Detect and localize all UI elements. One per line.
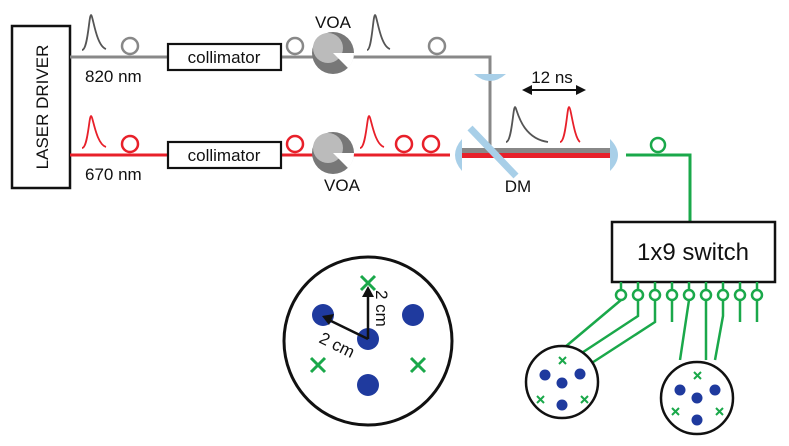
combining-optics: DM 12 ns xyxy=(455,68,618,196)
output-loop-6 xyxy=(699,288,713,302)
output-loop-3 xyxy=(648,288,662,302)
delayed-gray-pulse-icon xyxy=(505,106,549,143)
red-fiber-loop xyxy=(421,134,441,154)
source-dot xyxy=(357,374,379,396)
distance-vertical-label: 2 cm xyxy=(372,290,391,327)
laser-driver-box xyxy=(10,24,72,190)
source-dot xyxy=(691,392,703,404)
lens-top-icon xyxy=(474,74,506,81)
source-dot xyxy=(709,384,721,396)
output-fiber-2 xyxy=(567,282,640,364)
source-dot xyxy=(539,369,551,381)
output-loop-9 xyxy=(750,288,764,302)
laser-driver-label: LASER DRIVER xyxy=(33,45,52,170)
red-pulse-icon xyxy=(81,115,107,149)
lens-left-icon xyxy=(455,139,462,171)
small-probe-right xyxy=(659,360,735,436)
red-fiber-loop xyxy=(394,134,414,154)
gray-fiber-loop xyxy=(427,36,447,56)
source-dot xyxy=(691,414,703,426)
wl-670-label: 670 nm xyxy=(85,165,142,184)
output-fiber-5 xyxy=(678,282,691,361)
detector-x-icon xyxy=(536,356,589,404)
voa-bottom-label: VOA xyxy=(324,176,361,195)
delay-arrow-head-right xyxy=(576,85,586,95)
source-dot xyxy=(556,377,568,389)
green-fiber-loop xyxy=(649,136,667,154)
lens-right-icon xyxy=(610,139,618,171)
arm-670: collimator 670 nm VOA xyxy=(70,115,450,195)
output-fiber-3 xyxy=(583,282,657,370)
gray-fiber-loop xyxy=(120,36,140,56)
red-pulse-icon xyxy=(359,115,385,149)
small-probe-left xyxy=(524,344,600,420)
collimator-top-label: collimator xyxy=(188,48,261,67)
combined-beam-gray xyxy=(462,148,610,153)
output-loop-1 xyxy=(614,288,628,302)
delay-label: 12 ns xyxy=(531,68,573,87)
switch-label: 1x9 switch xyxy=(637,239,749,266)
output-loop-5 xyxy=(682,288,696,302)
combined-beam-red xyxy=(462,153,610,158)
source-dot xyxy=(574,368,586,380)
output-loop-7 xyxy=(716,288,730,302)
laser-driver: LASER DRIVER xyxy=(10,24,72,190)
output-fiber-7 xyxy=(713,282,725,361)
dm-label: DM xyxy=(505,177,531,196)
distance-arrow-diagonal-head xyxy=(322,314,334,325)
output-loop-2 xyxy=(631,288,645,302)
delay-arrow-head-left xyxy=(522,85,532,95)
output-loop-4 xyxy=(665,288,679,302)
voa-top-label: VOA xyxy=(315,13,352,32)
green-fiber xyxy=(626,153,692,222)
arm-820: collimator 820 nm VOA xyxy=(70,13,492,150)
switch-box xyxy=(610,220,777,284)
gray-fiber-loop xyxy=(285,36,305,56)
large-probe: 2 cm 2 cm xyxy=(282,255,454,427)
red-fiber-loop xyxy=(120,134,140,154)
detector-x-icon xyxy=(309,274,427,374)
voa-top-notch xyxy=(333,53,355,68)
output-loop-8 xyxy=(733,288,747,302)
dichroic-mirror-icon xyxy=(467,125,519,179)
delayed-red-pulse-icon xyxy=(559,106,581,143)
collimator-bottom-label: collimator xyxy=(188,146,261,165)
detector-x-icon xyxy=(671,371,724,416)
source-dot xyxy=(556,399,568,411)
source-dot xyxy=(402,304,424,326)
switch-section: 1x9 switch xyxy=(524,136,777,436)
source-dot xyxy=(674,384,686,396)
gray-pulse-icon xyxy=(366,14,391,51)
red-fiber-loop xyxy=(285,134,305,154)
collimator-bottom xyxy=(166,140,283,170)
voa-bottom-notch xyxy=(333,153,355,168)
gray-pulse-icon xyxy=(81,14,107,51)
distance-arrow-vertical-head xyxy=(362,286,374,297)
distance-arrow-diagonal xyxy=(328,318,369,341)
wl-820-label: 820 nm xyxy=(85,67,142,86)
collimator-top xyxy=(166,42,283,72)
